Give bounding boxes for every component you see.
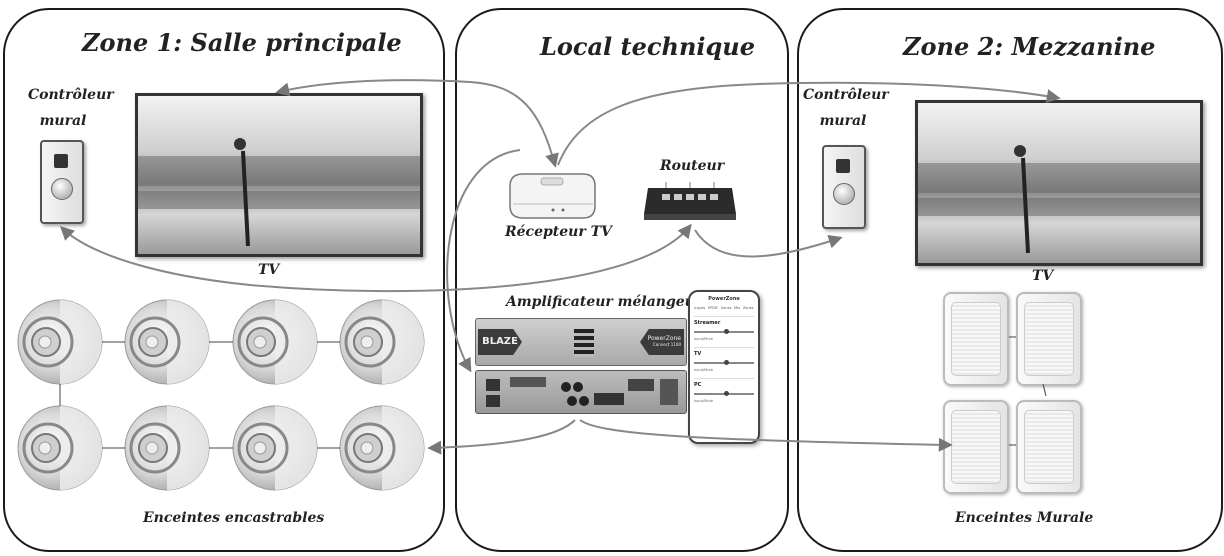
amplifier-rear-panel [475, 370, 687, 414]
ceiling-speaker-icon [232, 405, 318, 491]
amp-indicator-leds [574, 329, 594, 357]
phone-app-icon: PowerZone Inputs SPDIF Zones Mix Zones S… [688, 290, 760, 444]
app-tab[interactable]: Mix [734, 306, 741, 310]
app-zone-2: TV Input/Mute [694, 347, 754, 372]
volume-slider[interactable] [694, 360, 754, 365]
ceiling-speaker-icon [124, 405, 210, 491]
amp-right-brand: PowerZone [647, 335, 681, 342]
ceiling-speaker-icon [339, 299, 425, 385]
wall-controller-icon [40, 140, 84, 224]
app-tab[interactable]: Zones [720, 306, 732, 310]
app-zone-name: PC [694, 382, 702, 388]
amp-right-model: Connect 1100 [653, 342, 681, 347]
app-zone-source[interactable]: Input/Mute [694, 368, 714, 372]
ceiling-speaker-icon [17, 405, 103, 491]
wall-speaker-icon [1016, 400, 1082, 494]
volume-slider[interactable] [694, 329, 754, 334]
app-zone-3: PC Input/Mute [694, 378, 754, 403]
amplifier-label: Amplificateur mélangeur [506, 294, 703, 310]
ceiling-speakers-group [17, 299, 425, 491]
amp-rear-connectors [486, 377, 678, 407]
tv-2-label: TV [1032, 268, 1054, 284]
app-tab[interactable]: Zones [742, 306, 754, 310]
app-tab[interactable]: SPDIF [707, 306, 718, 310]
ceiling-speakers-label: Enceintes encastrables [143, 510, 325, 526]
tv-image-icon [918, 145, 1200, 254]
wall-controller-1-label: Contrôleur mural [28, 87, 114, 129]
app-tab[interactable]: Inputs [694, 306, 706, 310]
wall-speaker-icon [1016, 292, 1082, 386]
ceiling-speaker-icon [124, 299, 210, 385]
ceiling-speaker-icon [339, 405, 425, 491]
wall-speaker-icon [943, 400, 1009, 494]
app-zone-source[interactable]: Input/Mute [694, 399, 714, 403]
app-zone-name: TV [694, 351, 702, 357]
router-icon [644, 182, 736, 220]
volume-slider[interactable] [694, 391, 754, 396]
tech-room-title: Local technique [540, 32, 756, 61]
app-tabs: Inputs SPDIF Zones Mix Zones [693, 306, 755, 310]
wall-speaker-icon [943, 292, 1009, 386]
app-zone-1: Streamer Input/Mute [694, 316, 754, 341]
app-zone-source[interactable]: Input/Mute [694, 337, 714, 341]
ceiling-speaker-icon [232, 299, 318, 385]
zone-1-title: Zone 1: Salle principale [82, 28, 402, 57]
zone-2-title: Zone 2: Mezzanine [903, 32, 1156, 61]
app-zone-name: Streamer [694, 320, 721, 326]
app-title: PowerZone [708, 296, 740, 302]
amp-right-logo: PowerZone Connect 1100 [640, 329, 684, 355]
wall-speakers-label: Enceintes Murale [955, 510, 1094, 526]
